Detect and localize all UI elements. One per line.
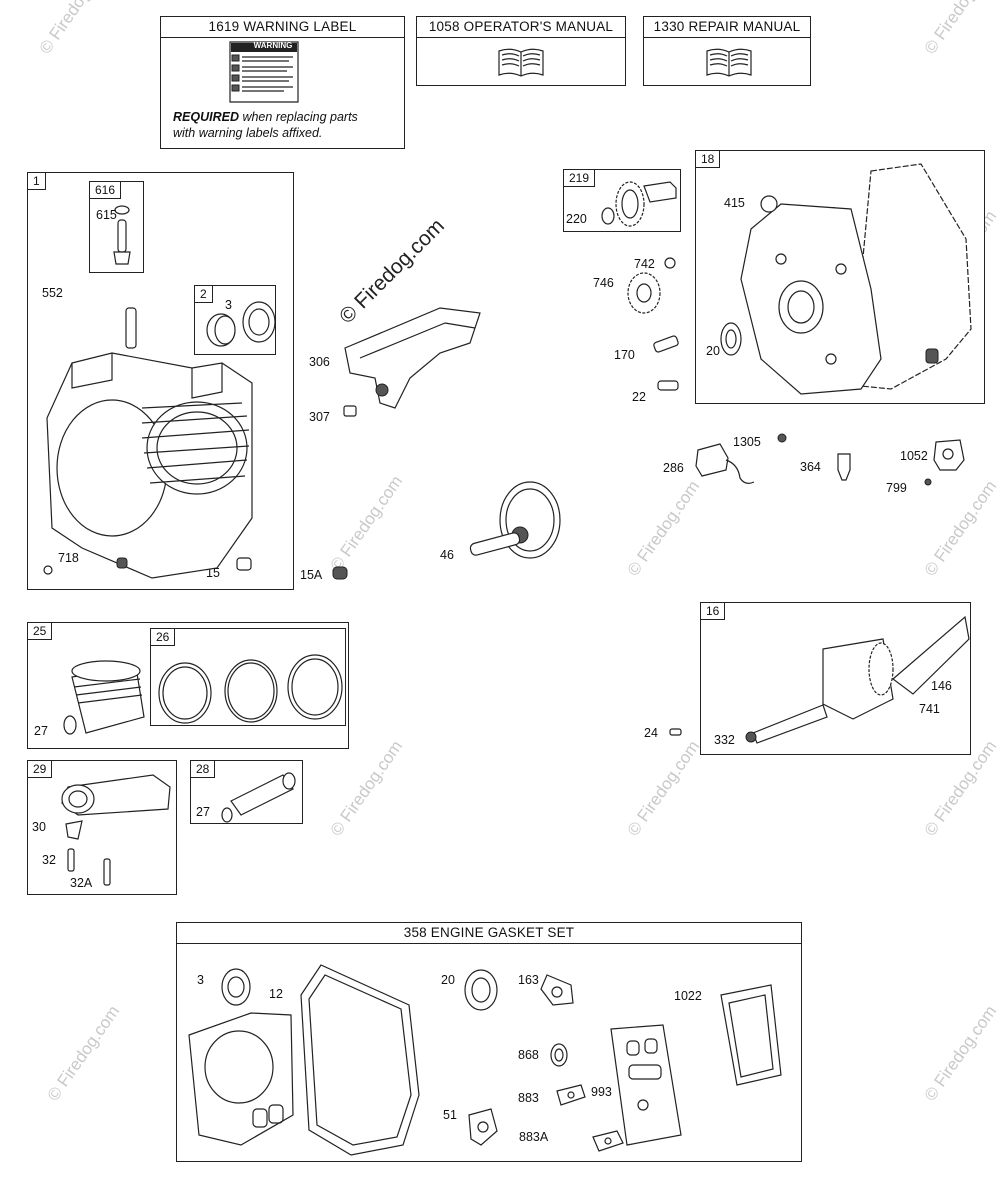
required-note: REQUIRED when replacing parts with warni… <box>173 109 358 141</box>
part-742: 742 <box>634 257 655 271</box>
part-332: 332 <box>714 733 735 747</box>
group-1-tag: 1 <box>28 173 46 190</box>
part-170: 170 <box>614 348 635 362</box>
group-2-seal: 2 3 <box>194 285 276 355</box>
part-3-seal: 3 <box>197 973 204 987</box>
required-text: when replacing parts <box>238 110 358 124</box>
part-27-clip: 27 <box>196 805 210 819</box>
group-616-breather: 616 615 <box>89 181 144 273</box>
camshaft-drawing <box>460 480 570 565</box>
plug-15a-icon <box>330 563 350 583</box>
part-615: 615 <box>96 208 117 222</box>
air-guide-drawing <box>340 298 490 428</box>
watermark-text: © Firedog.com <box>920 0 1000 58</box>
oil-pump-parts-drawing <box>620 255 690 405</box>
group-219-governor: 219 220 <box>563 169 681 232</box>
connecting-rod-drawing <box>48 769 176 893</box>
part-415: 415 <box>724 196 745 210</box>
wrist-pin-drawing <box>217 771 301 825</box>
warning-sticker-icon <box>229 41 299 103</box>
warning-label-title: 1619 WARNING LABEL <box>161 17 404 38</box>
part-46: 46 <box>440 548 454 562</box>
watermark-text: © Firedog.com <box>326 737 407 840</box>
part-51: 51 <box>443 1108 457 1122</box>
group-16-crankshaft: 16 146 741 332 <box>700 602 971 755</box>
part-20-seal: 20 <box>441 973 455 987</box>
operators-manual-box: 1058 OPERATOR'S MANUAL <box>416 16 626 86</box>
part-286: 286 <box>663 461 684 475</box>
cylinder-block-drawing <box>42 308 272 578</box>
part-868: 868 <box>518 1048 539 1062</box>
part-883a: 883A <box>519 1130 549 1144</box>
part-552: 552 <box>42 286 63 300</box>
group-26-rings: 26 <box>150 628 346 726</box>
piston-drawing <box>56 657 156 747</box>
group-29-tag: 29 <box>28 761 53 778</box>
group-26-tag: 26 <box>151 629 176 646</box>
group-18-tag: 18 <box>696 151 721 168</box>
part-30: 30 <box>32 820 46 834</box>
group-18-sump: 18 415 12 20 21 <box>695 150 985 404</box>
part-741: 741 <box>919 702 940 716</box>
part-220: 220 <box>566 212 587 226</box>
group-25-tag: 25 <box>28 623 53 640</box>
book-icon <box>704 47 754 79</box>
group-16-tag: 16 <box>701 603 726 620</box>
group-28-tag: 28 <box>191 761 216 778</box>
part-1052: 1052 <box>900 449 928 463</box>
part-32: 32 <box>42 853 56 867</box>
watermark-text: © Firedog.com <box>35 0 116 58</box>
governor-gear-icon <box>600 174 680 230</box>
book-icon <box>496 47 546 79</box>
electrical-parts-drawing <box>690 430 970 500</box>
breather-tube-icon <box>106 204 136 268</box>
required-bold: REQUIRED <box>173 110 239 124</box>
part-163: 163 <box>518 973 539 987</box>
part-746: 746 <box>593 276 614 290</box>
group-219-tag: 219 <box>564 170 596 187</box>
part-306: 306 <box>309 355 330 369</box>
part-20: 20 <box>706 344 720 358</box>
warning-sticker-caption: WARNING <box>253 41 293 50</box>
part-146: 146 <box>931 679 952 693</box>
required-line2: with warning labels affixed. <box>173 126 323 140</box>
watermark-text: © Firedog.com <box>623 737 704 840</box>
repair-manual-title: 1330 REPAIR MANUAL <box>644 17 810 38</box>
crankshaft-drawing <box>743 609 969 749</box>
part-12-gasket: 12 <box>269 987 283 1001</box>
group-1-cylinder: 1 616 615 2 3 552 718 15 <box>27 172 294 590</box>
part-718: 718 <box>58 551 79 565</box>
part-1022: 1022 <box>674 989 702 1003</box>
group-616-tag: 616 <box>90 182 122 199</box>
key-24-icon <box>668 726 684 740</box>
piston-rings-drawing <box>155 647 345 725</box>
warning-label-box: 1619 WARNING LABEL WARNING REQUIRED when… <box>160 16 405 149</box>
gasket-set-title: 358 ENGINE GASKET SET <box>177 923 801 944</box>
watermark-text: © Firedog.com <box>326 472 407 575</box>
part-1305: 1305 <box>733 435 761 449</box>
part-27: 27 <box>34 724 48 738</box>
watermark-text: © Firedog.com <box>43 1002 124 1105</box>
watermark-text: © Firedog.com <box>920 1002 1000 1105</box>
group-25-piston: 25 27 26 <box>27 622 349 749</box>
group-29-connecting-rod: 29 30 32 32A <box>27 760 177 895</box>
seal-sleeve-icon <box>201 300 277 354</box>
group-2-tag: 2 <box>195 286 213 303</box>
part-364: 364 <box>800 460 821 474</box>
gasket-set-drawing <box>181 945 797 1161</box>
part-799: 799 <box>886 481 907 495</box>
group-28-wrist-pin: 28 27 <box>190 760 303 824</box>
part-3: 3 <box>225 298 232 312</box>
sump-cover-drawing <box>721 159 981 399</box>
repair-manual-box: 1330 REPAIR MANUAL <box>643 16 811 86</box>
part-32a: 32A <box>70 876 93 890</box>
part-307: 307 <box>309 410 330 424</box>
part-993: 993 <box>591 1085 612 1099</box>
part-15a: 15A <box>300 568 323 582</box>
gasket-set-box: 358 ENGINE GASKET SET 3 12 7 20 51 163 8… <box>176 922 802 1162</box>
part-22: 22 <box>632 390 646 404</box>
part-883: 883 <box>518 1091 539 1105</box>
operators-manual-title: 1058 OPERATOR'S MANUAL <box>417 17 625 38</box>
part-24: 24 <box>644 726 658 740</box>
